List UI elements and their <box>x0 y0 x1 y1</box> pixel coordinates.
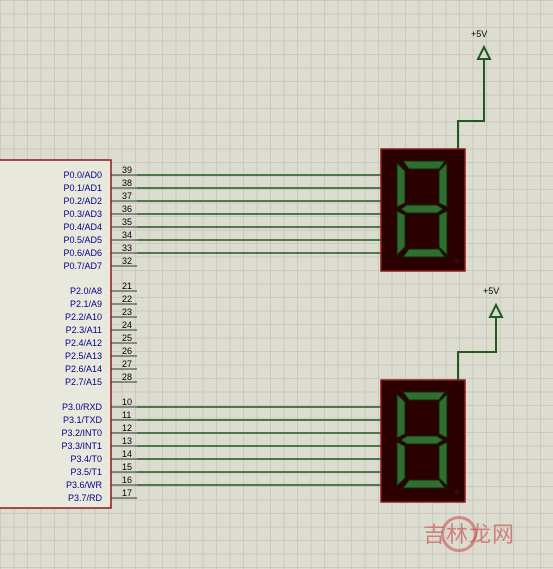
power-wire <box>457 59 485 149</box>
pin-number: 39 <box>122 165 132 175</box>
pin-name: P2.2/A10 <box>65 312 102 322</box>
display-top[interactable] <box>380 148 466 272</box>
segment-a <box>402 391 446 401</box>
pin-number: 10 <box>122 397 132 407</box>
pin-name: P0.0/AD0 <box>63 170 102 180</box>
pin-number: 38 <box>122 178 132 188</box>
segment-c <box>438 210 448 257</box>
pin-name: P2.3/A11 <box>66 325 102 335</box>
pin-number: 33 <box>122 243 132 253</box>
microcontroller-chip[interactable] <box>0 159 112 509</box>
pin-name: P3.7/RD <box>68 493 103 503</box>
pin-number: 12 <box>122 423 132 433</box>
pin-name: P0.4/AD4 <box>63 222 102 232</box>
pin-number: 21 <box>122 281 132 291</box>
pin-number: 37 <box>122 191 132 201</box>
segment-g <box>400 204 444 214</box>
decimal-point <box>454 489 460 495</box>
pin-name: P2.1/A9 <box>70 299 102 309</box>
segment-f <box>396 161 406 208</box>
pin-name: P0.3/AD3 <box>63 209 102 219</box>
pin-name: P2.5/A13 <box>65 351 102 361</box>
segment-c <box>438 441 448 488</box>
segment-d <box>402 479 446 489</box>
pin-number: 16 <box>122 475 132 485</box>
segment-e <box>396 441 406 488</box>
pin-name: P0.2/AD2 <box>63 196 102 206</box>
pin-name: P3.3/INT1 <box>61 441 102 451</box>
pin-name: P2.4/A12 <box>65 338 102 348</box>
pin-number: 14 <box>122 449 132 459</box>
pin-number: 34 <box>122 230 132 240</box>
pin-number: 23 <box>122 307 132 317</box>
power-label-bottom: +5V <box>483 286 499 296</box>
segment-f <box>396 392 406 439</box>
pin-name: P3.5/T1 <box>70 467 102 477</box>
pin-name: P3.2/INT0 <box>61 428 102 438</box>
pin-name: P0.7/AD7 <box>63 261 102 271</box>
pin-name: P0.1/AD1 <box>63 183 102 193</box>
pin-number: 27 <box>122 359 132 369</box>
mcu-body <box>0 159 112 509</box>
pin-number: 28 <box>122 372 132 382</box>
pin-number: 22 <box>122 294 132 304</box>
segment-b <box>438 161 448 208</box>
display-bottom[interactable] <box>380 379 466 503</box>
segment-d <box>402 248 446 258</box>
decimal-point <box>454 258 460 264</box>
pin-name: P3.6/WR <box>66 480 103 490</box>
wires <box>137 174 381 486</box>
segment-e <box>396 210 406 257</box>
pin-name: P3.4/T0 <box>70 454 102 464</box>
pin-number: 11 <box>122 410 131 420</box>
pin-number: 36 <box>122 204 132 214</box>
segment-a <box>402 160 446 170</box>
power-wire <box>457 317 497 380</box>
power-arrow-icon <box>488 302 504 318</box>
pin-name: P2.7/A15 <box>65 377 102 387</box>
pin-number: 15 <box>122 462 132 472</box>
segment-g <box>400 435 444 445</box>
pin-name: P2.0/A8 <box>70 286 102 296</box>
pin-number: 17 <box>122 488 132 498</box>
pin-name: P0.6/AD6 <box>63 248 102 258</box>
power-label-top: +5V <box>471 29 487 39</box>
pin-number: 24 <box>122 320 132 330</box>
pin-name: P0.5/AD5 <box>63 235 102 245</box>
pin-number: 25 <box>122 333 132 343</box>
power-rails: +5V +5V <box>457 29 504 380</box>
pin-number: 13 <box>122 436 132 446</box>
pin-number: 35 <box>122 217 132 227</box>
segment-b <box>438 392 448 439</box>
pin-number: 32 <box>122 256 132 266</box>
pin-name: P2.6/A14 <box>65 364 102 374</box>
power-arrow-icon <box>476 44 492 60</box>
watermark-text: 吉林龙网 <box>422 523 515 548</box>
pin-number: 26 <box>122 346 132 356</box>
seven-segment-displays <box>380 148 466 503</box>
watermark-logo-icon <box>441 516 477 552</box>
pin-name: P3.0/RXD <box>62 402 103 412</box>
pin-name: P3.1/TXD <box>63 415 103 425</box>
